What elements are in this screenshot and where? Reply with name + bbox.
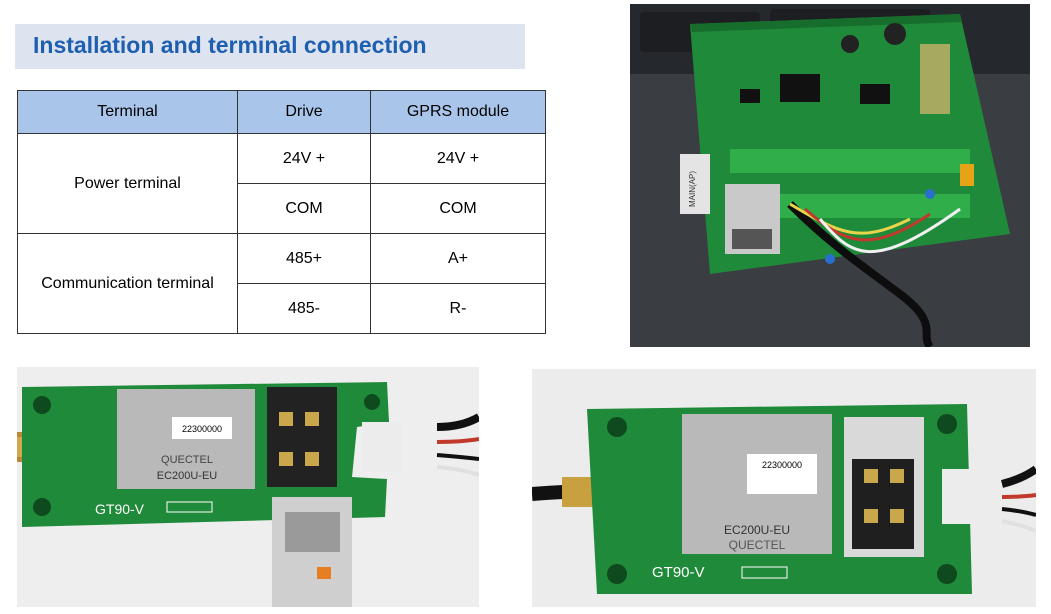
cell-drive: 485- bbox=[237, 283, 371, 334]
cell-drive: 485+ bbox=[237, 233, 371, 284]
header-terminal: Terminal bbox=[17, 90, 238, 134]
header-gprs-module: GPRS module bbox=[370, 90, 546, 134]
table-header-row: Terminal Drive GPRS module bbox=[17, 90, 546, 134]
table-row: Power terminal 24V + 24V + bbox=[17, 133, 546, 234]
board-silkscreen: GT90-V bbox=[95, 501, 145, 517]
table-row: Communication terminal 485+ A+ bbox=[17, 233, 546, 334]
cell-drive: 24V + bbox=[237, 133, 371, 184]
cell-gprs: COM bbox=[370, 183, 546, 234]
chip-brand: QUECTEL bbox=[729, 538, 786, 552]
header-drive: Drive bbox=[237, 90, 371, 134]
cell-gprs: R- bbox=[370, 283, 546, 334]
title-banner: Installation and terminal connection bbox=[15, 24, 525, 69]
sticker-number: 22300000 bbox=[182, 424, 222, 434]
chip-model: EC200U-EU bbox=[157, 470, 218, 482]
table-row: COM COM bbox=[18, 183, 546, 234]
cell-drive: COM bbox=[237, 183, 371, 234]
group-power-terminal: Power terminal bbox=[17, 133, 238, 234]
cell-gprs: A+ bbox=[370, 233, 546, 284]
board-silkscreen: GT90-V bbox=[652, 564, 705, 581]
page-title: Installation and terminal connection bbox=[33, 32, 427, 58]
gprs-module-photo-2: 22300000 EC200U-EU QUECTEL GT90-V bbox=[532, 369, 1036, 607]
cell-gprs: 24V + bbox=[370, 133, 546, 184]
chip-model: EC200U-EU bbox=[724, 523, 790, 537]
group-communication-terminal: Communication terminal bbox=[17, 233, 238, 334]
terminal-connection-table: Terminal Drive GPRS module Power termina… bbox=[17, 90, 546, 334]
board-label: MAIN(AP) bbox=[688, 171, 697, 207]
chip-brand: QUECTEL bbox=[161, 454, 213, 466]
gprs-module-photo-1: 22300000 QUECTEL EC200U-EU GT90-V bbox=[17, 367, 479, 607]
sticker-number: 22300000 bbox=[762, 460, 802, 470]
table-row: 485- R- bbox=[18, 283, 546, 334]
drive-board-photo: MAIN(AP) bbox=[630, 4, 1030, 347]
